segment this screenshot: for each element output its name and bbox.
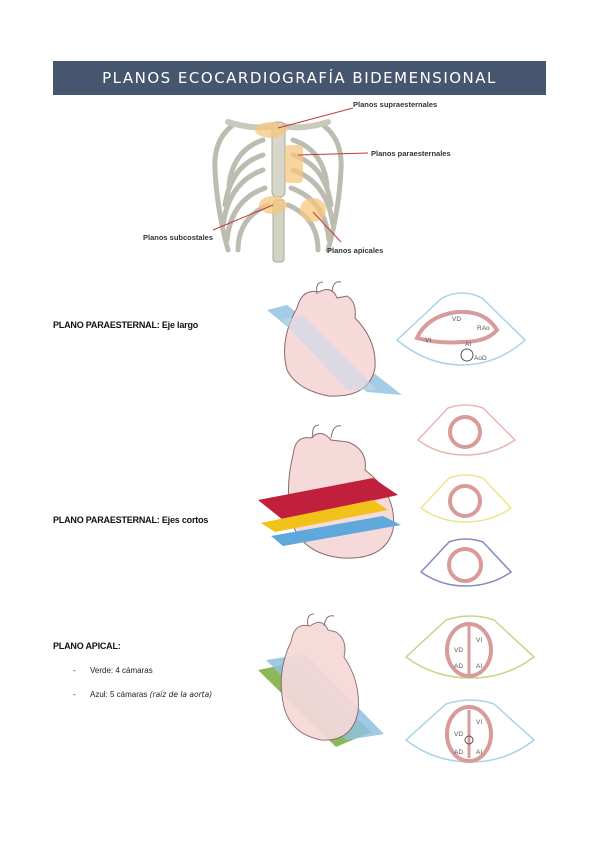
list-item: - Verde: 4 cámaras (73, 666, 153, 675)
chamber-label: AI (476, 663, 482, 670)
section-paraesternal-eje-largo-label: PLANO PARAESTERNAL: Eje largo (53, 320, 199, 330)
label-paraesternales: Planos paraesternales (371, 149, 451, 158)
chamber-label: AD (454, 663, 463, 670)
chamber-label: VD (452, 316, 461, 323)
list-item: - Azul: 5 cámaras (raíz de la aorta) (73, 690, 213, 699)
label-supraesternales: Planos supraesternales (353, 100, 437, 109)
label-subcostales: Planos subcostales (143, 233, 213, 242)
apical-bullet-list: - Verde: 4 cámaras - Azul: 5 cámaras (ra… (73, 663, 233, 711)
chamber-label: VD (454, 647, 463, 654)
chamber-label: AI (465, 341, 471, 348)
chamber-label: VI (425, 337, 431, 344)
section-paraesternal-ejes-cortos-label: PLANO PARAESTERNAL: Ejes cortos (53, 515, 209, 525)
figure-eje-largo: VD RAo VI AI AoD (257, 280, 527, 405)
page-title: PLANOS ECOCARDIOGRAFÍA BIDEMENSIONAL (102, 69, 497, 87)
chamber-label: AoD (474, 355, 487, 362)
label-apicales: Planos apicales (327, 246, 383, 255)
chamber-label: RAo (477, 325, 490, 332)
title-banner: PLANOS ECOCARDIOGRAFÍA BIDEMENSIONAL (53, 61, 546, 95)
chamber-label: VI (476, 719, 482, 726)
figure-ejes-cortos (253, 400, 548, 590)
chamber-label: VD (454, 731, 463, 738)
chamber-label: AD (454, 749, 463, 756)
figure-apical: VI VD AD AI VI VD AD AI (236, 612, 554, 777)
chamber-label: AI (476, 749, 482, 756)
thorax-figure: Planos supraesternales Planos paraestern… (133, 100, 468, 268)
section-apical-label: PLANO APICAL: (53, 641, 121, 651)
chamber-label: VI (476, 637, 482, 644)
